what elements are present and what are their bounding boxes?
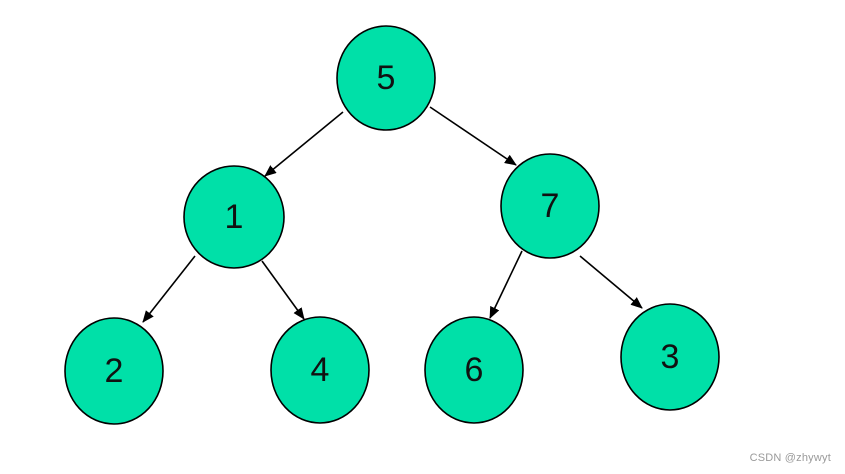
- watermark: CSDN @zhywyt: [749, 452, 831, 464]
- nodes-layer: 5 1 7 2 4 6 3: [64, 25, 720, 425]
- edge-n7-n3: [579, 255, 643, 309]
- tree-node-1: 1: [183, 165, 285, 269]
- node-circle: [183, 165, 285, 269]
- node-circle: [620, 303, 720, 411]
- edge-n1-n4: [261, 260, 305, 320]
- node-label: 1: [225, 198, 244, 236]
- node-circle: [336, 25, 436, 131]
- tree-node-5: 5: [336, 25, 436, 131]
- tree-node-7: 7: [500, 153, 600, 259]
- edges-layer: [142, 106, 643, 323]
- node-label: 5: [377, 59, 396, 97]
- tree-node-4: 4: [270, 316, 370, 424]
- node-circle: [64, 317, 164, 425]
- edge-n5-n7: [429, 106, 517, 166]
- tree-node-3: 3: [620, 303, 720, 411]
- node-circle: [270, 316, 370, 424]
- node-label: 7: [541, 187, 560, 225]
- node-label: 4: [311, 351, 330, 389]
- edge-n1-n2: [142, 255, 196, 323]
- node-circle: [500, 153, 600, 259]
- node-label: 2: [105, 352, 124, 390]
- tree-node-6: 6: [424, 316, 524, 424]
- node-label: 3: [661, 338, 680, 376]
- tree-node-2: 2: [64, 317, 164, 425]
- edge-n7-n6: [489, 250, 523, 319]
- node-label: 6: [465, 351, 484, 389]
- edge-n5-n1: [264, 111, 344, 177]
- node-circle: [424, 316, 524, 424]
